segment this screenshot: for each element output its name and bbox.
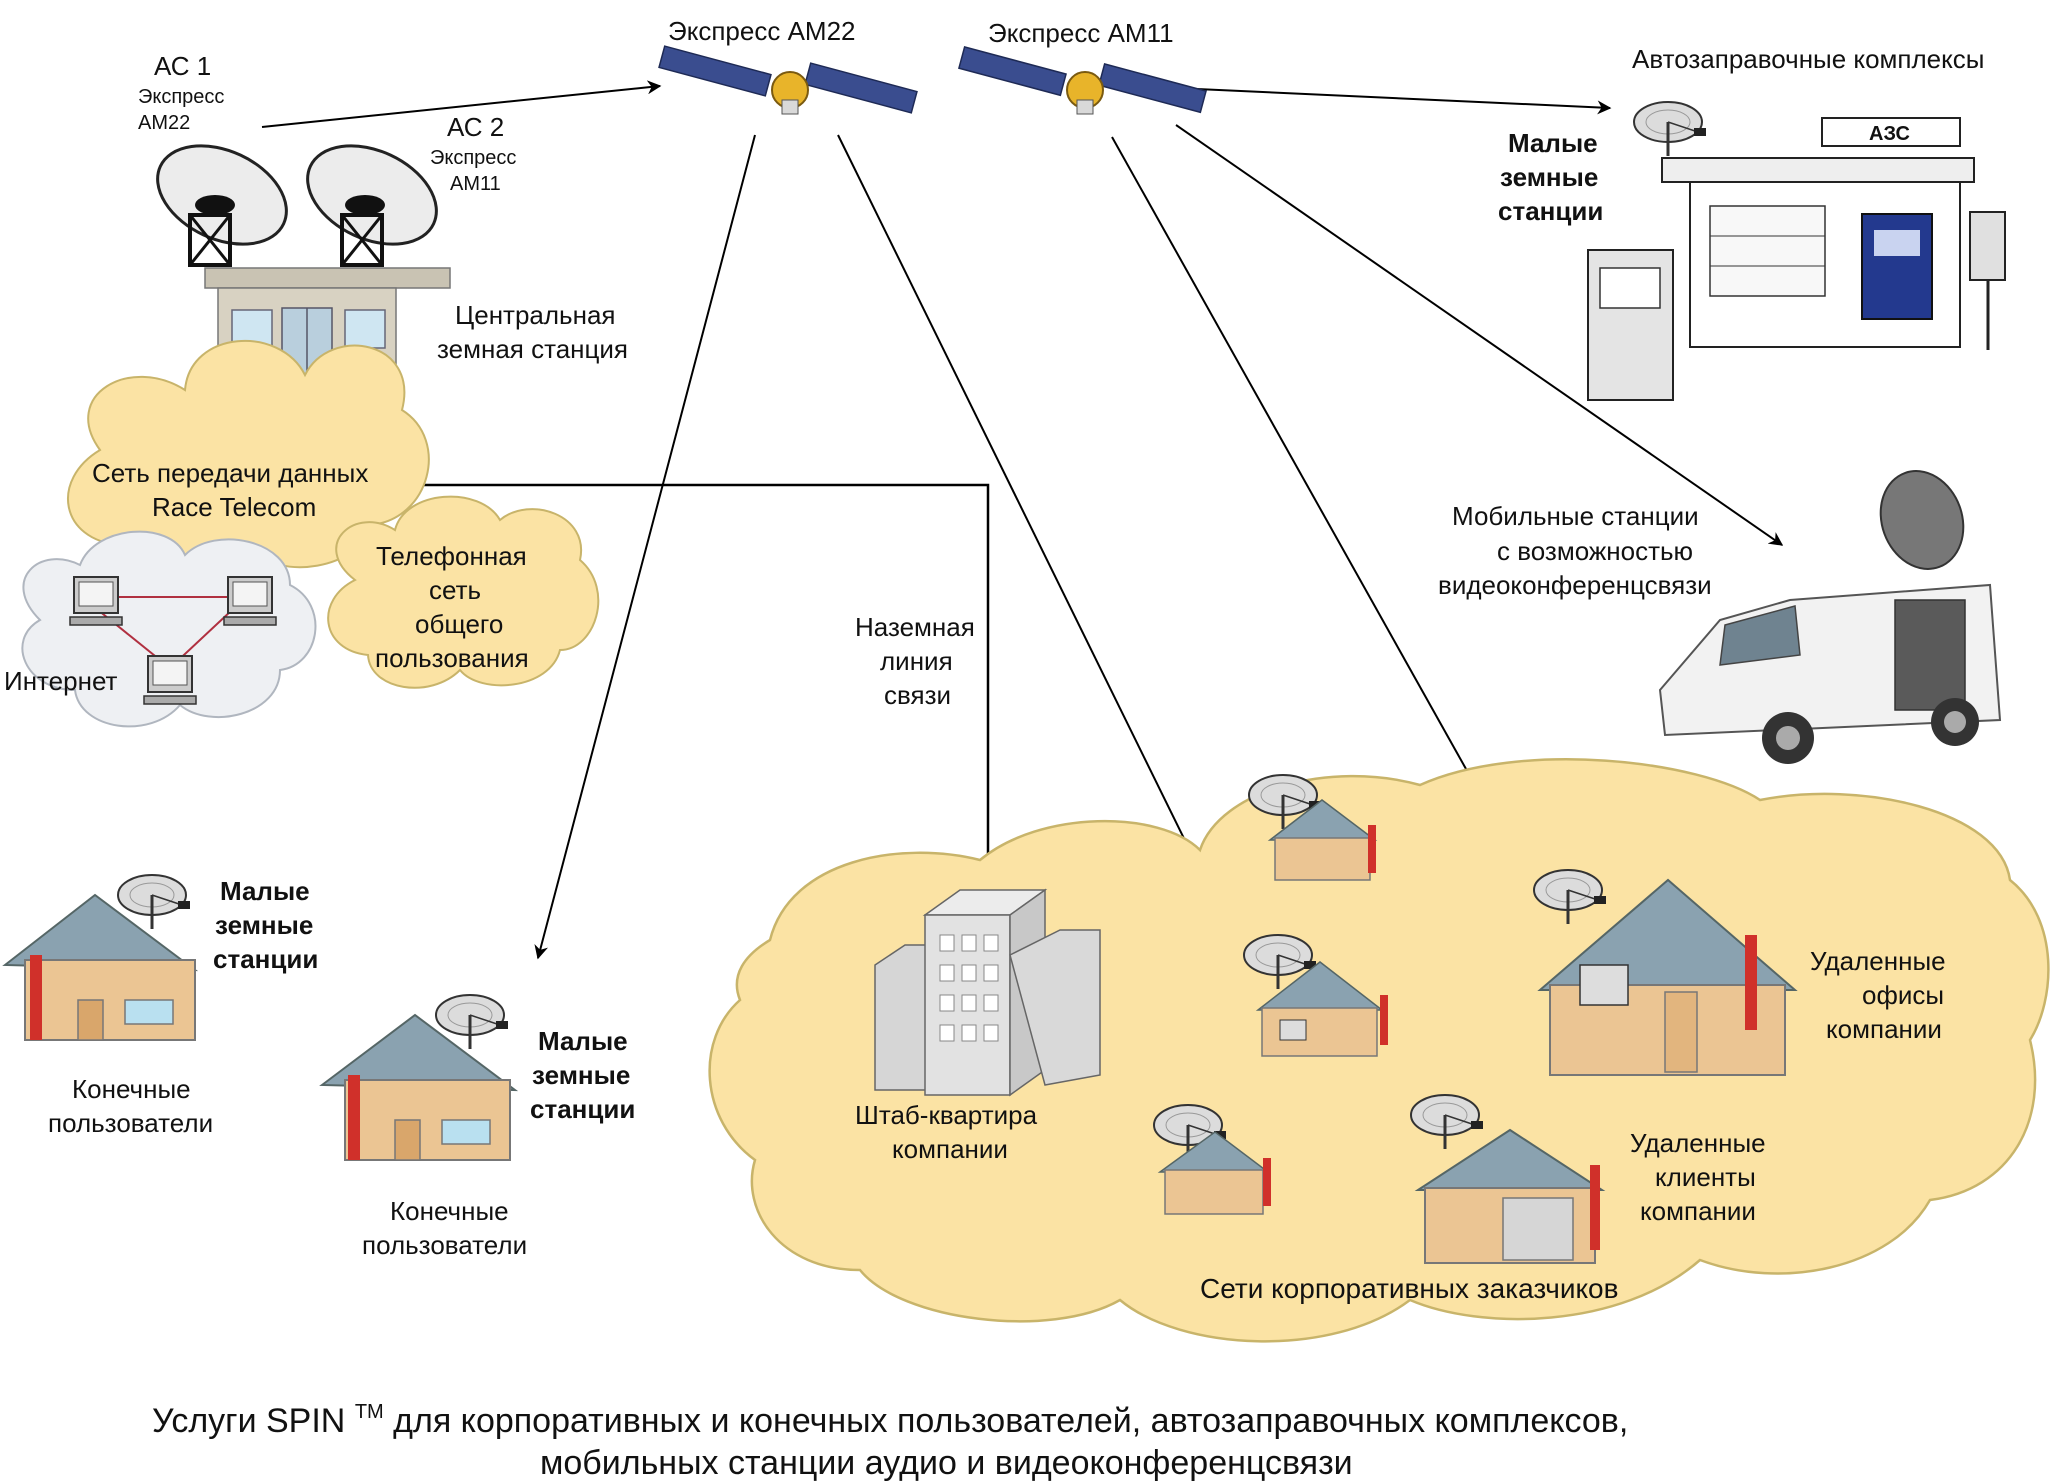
as2-sub2: АМ11 <box>450 173 501 195</box>
gas-station-dish-icon <box>1632 100 1708 158</box>
ground-line-connection <box>418 483 990 902</box>
left-end-users-line2: пользователи <box>48 1108 213 1138</box>
left-vsat-line2: земные <box>215 910 313 940</box>
remote-client-house-icon <box>1247 773 1378 881</box>
hq-line1: Штаб-квартира <box>855 1100 1038 1130</box>
ground-line-line3: связи <box>884 680 951 710</box>
satellite-am11-label: Экспресс АМ11 <box>988 18 1174 48</box>
satellite-am11-icon <box>958 45 1207 115</box>
right-vsat-line1: Малые <box>538 1026 628 1056</box>
remote-client-main-house-icon <box>1409 1093 1606 1264</box>
gas-station-building-icon <box>1587 117 2006 401</box>
phone-network-line3: общего <box>415 609 503 639</box>
end-user-house-right-icon <box>319 993 519 1161</box>
satellite-am22-label: Экспресс АМ22 <box>668 16 856 46</box>
remote-office-house-icon <box>1532 868 1798 1076</box>
uplink-arrows <box>261 80 1784 960</box>
left-vsat-line3: станции <box>213 944 318 974</box>
phone-network-line4: пользования <box>375 643 529 673</box>
gas-station-vsat-line2: земные <box>1500 162 1598 192</box>
remote-client-house-icon <box>1242 933 1388 1057</box>
caption-tm: TM <box>355 1401 384 1423</box>
mobile-line3: видеоконференцсвязи <box>1438 570 1712 600</box>
central-station-line1: Центральная <box>455 300 616 330</box>
internet-computer-icon <box>69 576 123 626</box>
caption-line1: Услуги SPIN TM для корпоративных и конеч… <box>152 1401 1628 1440</box>
offices-line1: Удаленные <box>1810 946 1946 976</box>
right-vsat-line3: станции <box>530 1094 635 1124</box>
clients-line3: компании <box>1640 1196 1756 1226</box>
phone-network-cloud <box>327 495 600 689</box>
as1-label: АС 1 <box>154 51 211 81</box>
right-end-users-line2: пользователи <box>362 1230 527 1260</box>
central-station-line2: земная станция <box>437 334 628 364</box>
internet-computer-icon <box>223 576 277 626</box>
clients-line2: клиенты <box>1655 1162 1756 1192</box>
clients-line1: Удаленные <box>1630 1128 1766 1158</box>
as1-sub1: Экспресс <box>138 86 224 108</box>
right-end-users-line1: Конечные <box>390 1196 509 1226</box>
mobile-van-icon <box>1658 470 2002 764</box>
offices-line3: компании <box>1826 1014 1942 1044</box>
gas-station-vsat-line1: Малые <box>1508 128 1598 158</box>
gas-station-title: Автозаправочные комплексы <box>1632 44 1985 74</box>
as2-sub1: Экспресс <box>430 147 516 169</box>
phone-network-line2: сеть <box>429 575 481 605</box>
caption-line1-post: для корпоративных и конечных пользовател… <box>384 1402 1629 1440</box>
internet-computer-icon <box>143 655 197 705</box>
hq-building-icon <box>874 888 1101 1097</box>
race-telecom-line1: Сеть передачи данных <box>92 458 368 488</box>
internet-label: Интернет <box>4 666 118 696</box>
caption-line2: мобильных станции аудио и видеоконференц… <box>540 1444 1353 1482</box>
ground-line-line2: линия <box>880 646 953 676</box>
corporate-network-label: Сети корпоративных заказчиков <box>1200 1273 1618 1304</box>
gas-station-sign: АЗС <box>1869 123 1910 145</box>
gas-station-vsat-line3: станции <box>1498 196 1603 226</box>
as2-label: АС 2 <box>447 112 504 142</box>
remote-client-house-icon <box>1152 1103 1271 1215</box>
mobile-line2: с возможностью <box>1497 536 1693 566</box>
hq-line2: компании <box>892 1134 1008 1164</box>
end-user-house-left-icon <box>2 873 199 1041</box>
antenna-as2-icon <box>306 144 438 267</box>
left-end-users-line1: Конечные <box>72 1074 191 1104</box>
mobile-line1: Мобильные станции <box>1452 501 1699 531</box>
offices-line2: офисы <box>1862 980 1944 1010</box>
as1-sub2: АМ22 <box>138 112 190 134</box>
race-telecom-line2: Race Telecom <box>152 492 316 522</box>
caption-line1-pre: Услуги SPIN <box>152 1402 355 1440</box>
right-vsat-line2: земные <box>532 1060 630 1090</box>
satellite-am22-icon <box>658 45 918 115</box>
left-vsat-line1: Малые <box>220 876 310 906</box>
antenna-as1-icon <box>156 144 288 267</box>
phone-network-line1: Телефонная <box>376 541 527 571</box>
ground-line-line1: Наземная <box>855 612 975 642</box>
